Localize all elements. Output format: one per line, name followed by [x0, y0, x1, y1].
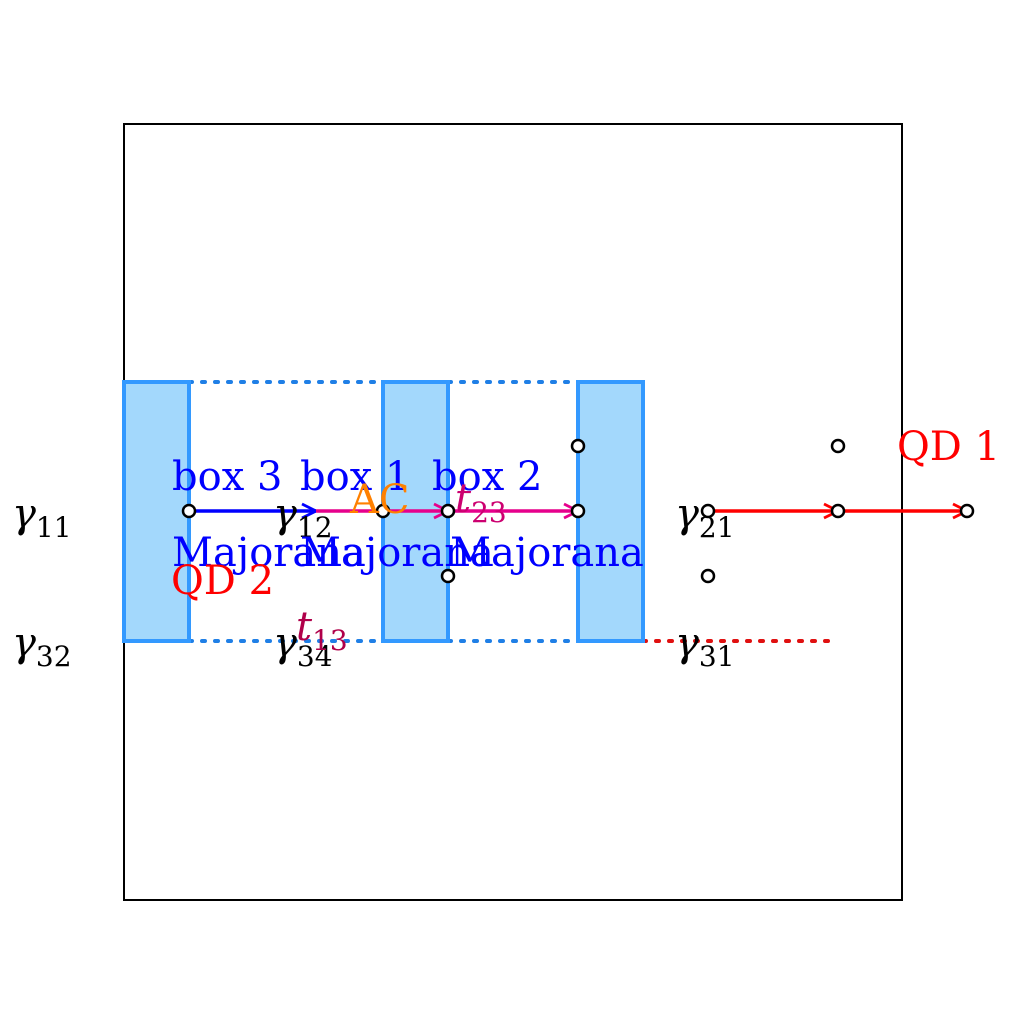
box-3-subtitle: Majorana	[172, 530, 366, 576]
node	[440, 568, 456, 584]
gamma-11-label: γ11	[12, 491, 72, 544]
node	[570, 503, 586, 519]
gamma-34-label: γ34	[273, 620, 333, 673]
node	[700, 503, 716, 519]
box-2-rect	[576, 380, 645, 643]
qd-1-label: QD 1	[897, 424, 1000, 470]
node	[440, 503, 456, 519]
node	[181, 503, 197, 519]
gamma-12-label: γ12	[273, 491, 333, 544]
gamma-31-label: γ31	[675, 620, 735, 673]
qd-2-label: QD 2	[171, 558, 274, 604]
gamma-21-label: γ21	[675, 491, 735, 544]
node	[375, 503, 391, 519]
box-3-rect	[122, 380, 191, 643]
gamma-32-label: γ32	[12, 620, 72, 673]
box-2-subtitle: Majorana	[450, 530, 644, 576]
nodes	[181, 438, 975, 584]
node	[570, 438, 586, 454]
box-1-title: box 1	[300, 454, 410, 500]
gamma-labels: γ11 γ12 γ21 γ32 γ34 γ31	[12, 491, 735, 673]
ac-label: AC	[349, 477, 410, 523]
box-3-title: box 3	[172, 454, 282, 500]
box-titles: box 3 box 1 box 2 Majorana Majorana Majo…	[172, 454, 644, 576]
box-2-title: box 2	[432, 454, 542, 500]
t23-label: t23	[455, 476, 507, 529]
node	[700, 568, 716, 584]
box-1-subtitle: Majorana	[300, 530, 494, 576]
node	[830, 503, 846, 519]
node	[830, 438, 846, 454]
t13-label: t13	[296, 604, 348, 657]
node	[959, 503, 975, 519]
